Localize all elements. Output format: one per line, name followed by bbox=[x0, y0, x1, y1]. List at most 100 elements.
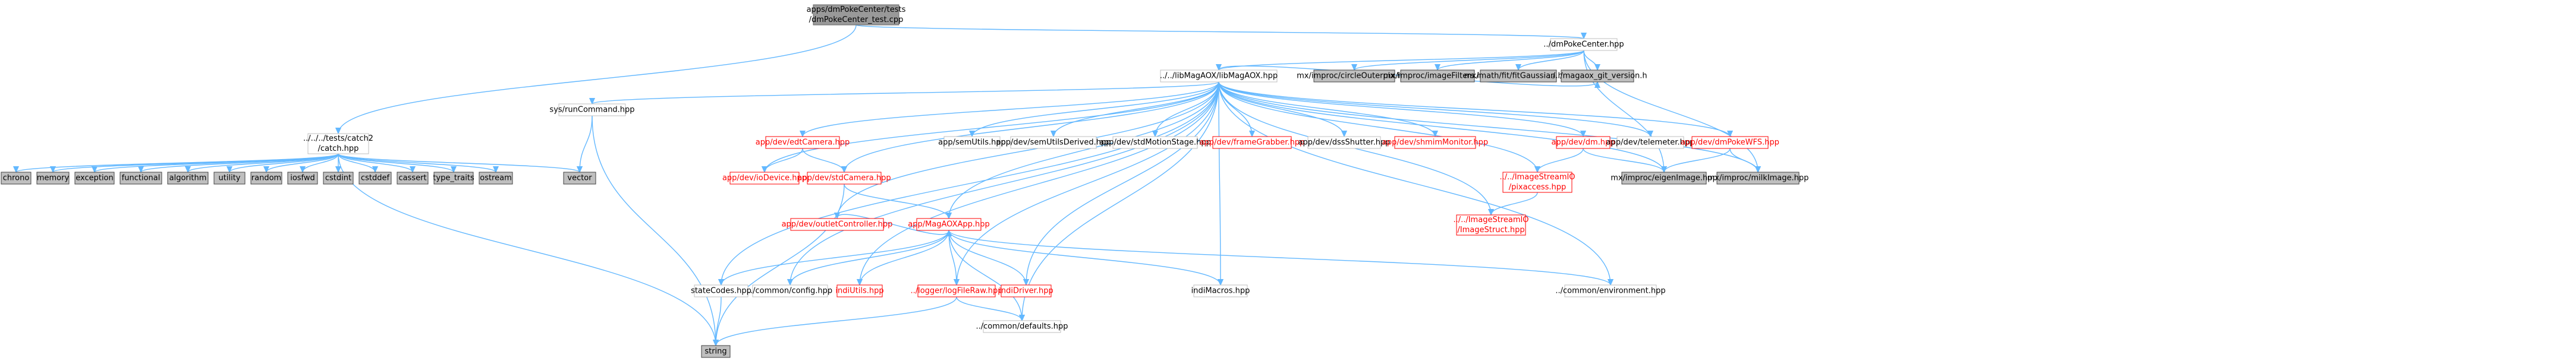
node-outletctrl[interactable]: app/dev/outletController.hpp bbox=[782, 218, 893, 231]
node-runcmd[interactable]: sys/runCommand.hpp bbox=[549, 103, 635, 116]
edge-fib-to-indiutils bbox=[860, 81, 1219, 285]
node-edtcam[interactable]: app/dev/edtCamera.hpp bbox=[756, 136, 850, 149]
edge-fib-to-dssshutter bbox=[1218, 81, 1344, 137]
node-label: ../../ImageStreamIO bbox=[1453, 216, 1528, 224]
node-defaults[interactable]: ../common/defaults.hpp bbox=[976, 320, 1068, 333]
node-box bbox=[167, 172, 209, 185]
node-box bbox=[1112, 136, 1198, 149]
node-fib[interactable]: ../../libMagAOX/libMagAOX.hpp bbox=[1160, 69, 1278, 83]
node-label: /ImageStruct.hpp bbox=[1457, 226, 1524, 235]
node-label: mx/improc/circleOuterpix.hpp bbox=[1297, 72, 1412, 81]
node-box bbox=[807, 172, 882, 185]
node-shmim[interactable]: app/dev/shmimMonitor.hpp bbox=[1382, 136, 1488, 149]
edge-outletctrl-to-magaoxapp bbox=[836, 214, 949, 235]
node-stdcam[interactable]: app/dev/stdCamera.hpp bbox=[797, 172, 891, 185]
edge-edtcam-to-stdcam bbox=[802, 148, 844, 172]
node-label: chrono bbox=[3, 174, 30, 183]
edge-fib-to-iodev bbox=[765, 81, 1219, 172]
node-box bbox=[729, 172, 800, 185]
node-label: app/semUtils.hpp bbox=[938, 138, 1006, 147]
node-magaoxapp[interactable]: app/MagAOXApp.hpp bbox=[908, 218, 990, 231]
file-nodes: apps/dmPokeCenter/tests/dmPokeCenter_tes… bbox=[1, 4, 1808, 358]
node-label: cstddef bbox=[361, 174, 390, 183]
node-statecodes[interactable]: stateCodes.hpp bbox=[691, 284, 751, 297]
edge-root-to-catch bbox=[338, 24, 857, 134]
dependency-edges bbox=[16, 24, 1758, 346]
node-motionstage[interactable]: app/dev/stdMotionStage.hpp bbox=[1099, 136, 1211, 149]
node-box bbox=[1564, 284, 1657, 297]
node-label: ../../magaox_git_version.h bbox=[1548, 72, 1647, 81]
node-label: /dmPokeCenter_test.cpp bbox=[809, 15, 904, 24]
edge-magaoxapp-to-indidriver bbox=[948, 230, 1026, 285]
edge-catch-to-algorithm bbox=[188, 153, 339, 172]
node-label: app/dev/telemeter.hpp bbox=[1606, 138, 1695, 147]
node-label: ../../ImageStreamIO bbox=[1499, 173, 1575, 182]
node-label: ../dmPokeCenter.hpp bbox=[1543, 40, 1624, 49]
edge-pokewfs-to-milkimage bbox=[1729, 148, 1758, 172]
edge-catch-to-ostream bbox=[338, 153, 496, 172]
node-box bbox=[765, 136, 840, 149]
node-box bbox=[250, 172, 282, 185]
node-box bbox=[1001, 284, 1052, 297]
node-framegrab[interactable]: app/dev/frameGrabber.hpp bbox=[1200, 136, 1305, 149]
node-utility: utility bbox=[213, 172, 246, 185]
edge-dm-to-eigenimage bbox=[1583, 148, 1664, 172]
node-semderived[interactable]: app/dev/semUtilsDerived.hpp bbox=[996, 136, 1111, 149]
node-indiutils[interactable]: indiUtils.hpp bbox=[835, 284, 884, 297]
node-functional: functional bbox=[119, 172, 162, 185]
node-dm[interactable]: app/dev/dm.hpp bbox=[1552, 136, 1615, 149]
node-logfileraw[interactable]: ../logger/logFileRaw.hpp bbox=[910, 284, 1003, 297]
node-root[interactable]: apps/dmPokeCenter/tests/dmPokeCenter_tes… bbox=[807, 4, 906, 26]
node-iodev[interactable]: app/dev/ioDevice.hpp bbox=[722, 172, 807, 185]
edge-dmPokeCenter-to-eigenimage bbox=[1583, 50, 1664, 172]
edge-catch-to-memory bbox=[53, 153, 339, 172]
edge-dm-to-pixaccess bbox=[1537, 148, 1584, 172]
node-imagestruct[interactable]: ../../ImageStreamIO/ImageStruct.hpp bbox=[1453, 214, 1529, 236]
node-dmPokeCenter[interactable]: ../dmPokeCenter.hpp bbox=[1543, 38, 1624, 51]
node-box bbox=[1307, 136, 1381, 149]
node-gitver: ../../magaox_git_version.h bbox=[1548, 69, 1647, 83]
edge-fib-to-pixaccess bbox=[1218, 81, 1537, 172]
node-box bbox=[1716, 172, 1800, 185]
node-box bbox=[1502, 172, 1572, 193]
node-semutils[interactable]: app/semUtils.hpp bbox=[938, 136, 1006, 149]
node-label: ../common/config.hpp bbox=[748, 287, 832, 296]
node-label: memory bbox=[37, 174, 70, 183]
node-label: iosfwd bbox=[290, 174, 315, 183]
node-indidriver[interactable]: indiDriver.hpp bbox=[999, 284, 1053, 297]
node-box bbox=[1010, 136, 1097, 149]
node-pokewfs[interactable]: app/dev/dmPokeWFS.hpp bbox=[1681, 136, 1779, 149]
node-label: ../../libMagAOX/libMagAOX.hpp bbox=[1160, 72, 1278, 81]
edge-fib-to-dm bbox=[1218, 81, 1583, 137]
node-box bbox=[917, 284, 996, 297]
node-box bbox=[1313, 69, 1395, 83]
node-pixaccess[interactable]: ../../ImageStreamIO/pixaccess.hpp bbox=[1499, 172, 1575, 193]
node-telemeter[interactable]: app/dev/telemeter.hpp bbox=[1606, 136, 1695, 149]
edge-runcmd-to-string bbox=[592, 115, 716, 346]
node-box bbox=[1212, 136, 1292, 149]
node-environment[interactable]: ../common/environment.hpp bbox=[1555, 284, 1666, 297]
node-indimacros[interactable]: indiMacros.hpp bbox=[1191, 284, 1250, 297]
node-dssshutter[interactable]: app/dev/dssShutter.hpp bbox=[1298, 136, 1391, 149]
node-label: app/dev/shmimMonitor.hpp bbox=[1382, 138, 1488, 147]
node-label: /catch.hpp bbox=[318, 144, 359, 153]
node-box bbox=[433, 172, 474, 185]
node-circle: mx/improc/circleOuterpix.hpp bbox=[1297, 69, 1412, 83]
node-cstdint: cstdint bbox=[323, 172, 354, 185]
node-box bbox=[74, 172, 115, 185]
node-label: apps/dmPokeCenter/tests bbox=[807, 5, 906, 14]
node-box bbox=[358, 172, 392, 185]
edge-fib-to-milkimage bbox=[1218, 81, 1758, 172]
node-label: mx/improc/eigenImage.hpp bbox=[1611, 174, 1718, 183]
node-config[interactable]: ../common/config.hpp bbox=[748, 284, 832, 297]
edge-pixaccess-to-imagestruct bbox=[1491, 192, 1538, 215]
node-catch[interactable]: ../../../tests/catch2/catch.hpp bbox=[303, 133, 373, 154]
node-label: sys/runCommand.hpp bbox=[549, 106, 634, 115]
edge-fib-to-edtcam bbox=[803, 81, 1219, 137]
node-iosfwd: iosfwd bbox=[287, 172, 318, 185]
edge-logfileraw-to-string bbox=[716, 296, 957, 346]
node-memory: memory bbox=[36, 172, 70, 185]
node-label: indiMacros.hpp bbox=[1191, 287, 1250, 296]
node-label: app/MagAOXApp.hpp bbox=[908, 220, 990, 229]
